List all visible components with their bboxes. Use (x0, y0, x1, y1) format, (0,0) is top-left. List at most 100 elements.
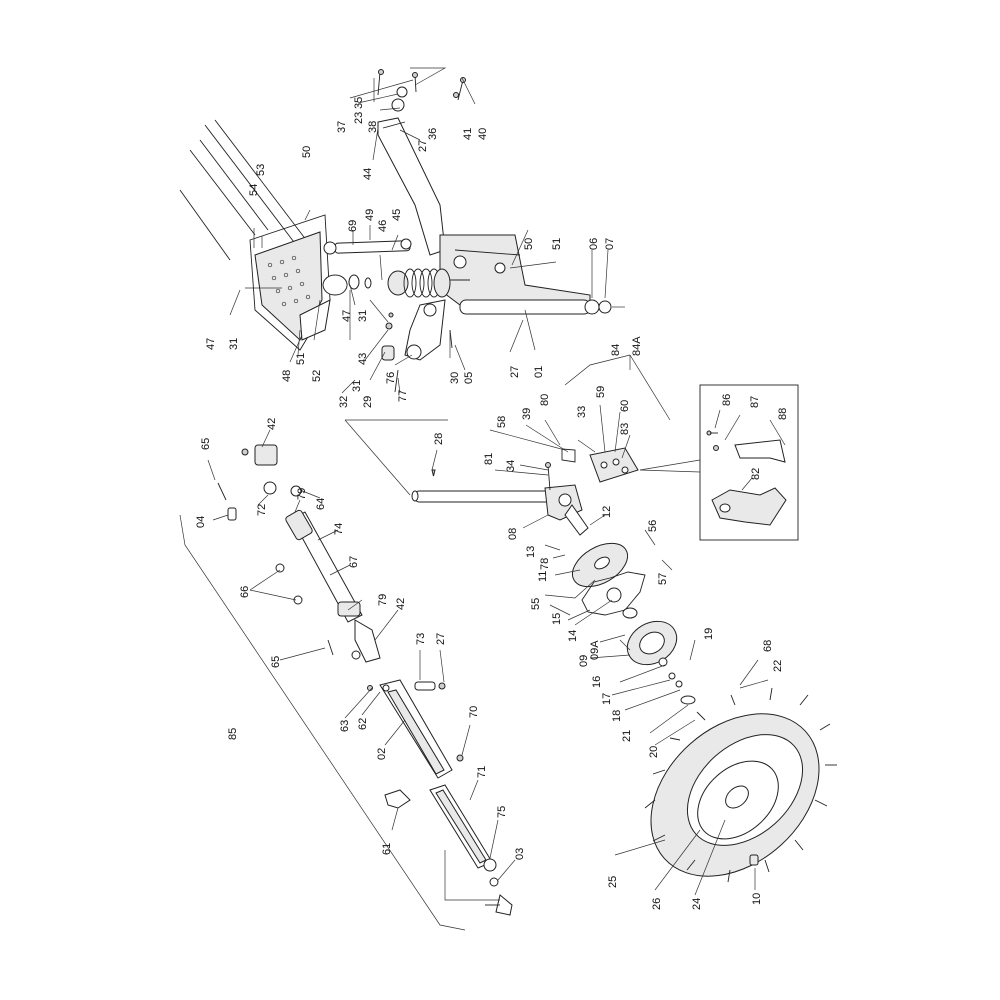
callout-54: 54 (248, 184, 260, 196)
callout-88: 88 (777, 408, 789, 420)
callout-27: 27 (417, 140, 429, 152)
callout-71: 71 (476, 766, 488, 778)
callout-16: 16 (591, 676, 603, 688)
callout-12: 12 (601, 506, 613, 518)
callout-69: 69 (347, 220, 359, 232)
callout-87: 87 (749, 396, 761, 408)
callout-48: 48 (281, 370, 293, 382)
callout-23: 23 (353, 112, 365, 124)
callout-81: 81 (483, 453, 495, 465)
inset-detail-box (699, 384, 799, 541)
callout-17: 17 (601, 693, 613, 705)
callout-50: 50 (301, 146, 313, 158)
callout-34: 34 (505, 460, 517, 472)
callout-06: 06 (588, 238, 600, 250)
callout-63: 63 (339, 720, 351, 732)
callout-46: 46 (377, 220, 389, 232)
callout-08: 08 (507, 528, 519, 540)
drive-plate (589, 447, 639, 483)
callout-43: 43 (357, 353, 369, 365)
callout-29: 29 (362, 396, 374, 408)
callout-22: 22 (772, 660, 784, 672)
callout-31: 31 (357, 310, 369, 322)
leader-lines (179, 67, 786, 931)
callout-36: 36 (427, 128, 439, 140)
callout-73: 73 (415, 633, 427, 645)
callout-49: 49 (364, 209, 376, 221)
tire-wheel (644, 687, 837, 883)
shock-absorber (322, 238, 470, 298)
callout-15: 15 (551, 613, 563, 625)
callout-64: 64 (315, 498, 327, 510)
callout-52: 52 (311, 370, 323, 382)
callout-79-top: 79 (296, 488, 308, 500)
callout-11: 11 (537, 571, 549, 582)
callout-28: 28 (433, 433, 445, 445)
callout-66: 66 (239, 586, 251, 598)
callout-83: 83 (619, 423, 631, 435)
callout-13: 13 (525, 546, 537, 558)
callout-27-b: 27 (509, 366, 521, 378)
callout-21: 21 (621, 730, 633, 742)
callout-03: 03 (514, 848, 526, 860)
callout-26: 26 (651, 898, 663, 910)
callout-10: 10 (751, 893, 763, 905)
callout-56: 56 (647, 520, 659, 532)
callout-33: 33 (576, 406, 588, 418)
callout-76: 76 (385, 372, 397, 384)
callout-27-c: 27 (435, 633, 447, 645)
callout-01: 01 (533, 366, 545, 378)
callout-67: 67 (348, 556, 360, 568)
callout-62: 62 (357, 718, 369, 730)
callout-57: 57 (657, 573, 669, 585)
gearbox-housing (544, 448, 589, 536)
callout-44: 44 (362, 168, 374, 180)
callout-51-left: 51 (295, 353, 307, 365)
callout-50-right: 50 (523, 238, 535, 250)
callout-86: 86 (721, 394, 733, 406)
callout-45: 45 (391, 209, 403, 221)
callout-07: 07 (604, 238, 616, 250)
callout-65-top: 65 (200, 438, 212, 450)
callout-68: 68 (762, 640, 774, 652)
callout-31-left: 31 (228, 338, 240, 350)
callout-65: 65 (270, 656, 282, 668)
callout-84: 84 (610, 344, 622, 356)
callout-80: 80 (539, 394, 551, 406)
callout-04: 04 (195, 516, 207, 528)
callout-09A: 09A (589, 640, 601, 660)
callout-38: 38 (367, 121, 379, 133)
callout-20: 20 (648, 746, 660, 758)
callout-51-right: 51 (551, 238, 563, 250)
callout-59: 59 (595, 386, 607, 398)
callout-53: 53 (255, 164, 267, 176)
callout-78: 78 (539, 558, 551, 570)
callout-05: 05 (463, 372, 475, 384)
callout-32: 32 (338, 396, 350, 408)
callout-41: 41 (462, 128, 474, 140)
callout-47: 47 (341, 310, 353, 322)
callout-60: 60 (619, 400, 631, 412)
callout-40: 40 (477, 128, 489, 140)
callout-25: 25 (607, 876, 619, 888)
callout-30: 30 (449, 372, 461, 384)
callout-37: 37 (336, 121, 348, 133)
callout-61: 61 (381, 843, 393, 855)
callout-31-b: 31 (351, 380, 363, 392)
callout-74: 74 (333, 523, 345, 535)
callout-77: 77 (397, 390, 409, 402)
callout-42-top: 42 (266, 418, 278, 430)
machine-frame (179, 119, 331, 351)
callout-35: 35 (353, 97, 365, 109)
callout-79: 79 (377, 594, 389, 606)
top-bolts (377, 69, 466, 112)
callout-18: 18 (611, 710, 623, 722)
linkage-rod (217, 444, 381, 663)
callout-55: 55 (530, 598, 542, 610)
boom-arm (377, 117, 625, 315)
callout-39: 39 (521, 408, 533, 420)
callout-58: 58 (496, 416, 508, 428)
callout-72: 72 (256, 504, 268, 516)
